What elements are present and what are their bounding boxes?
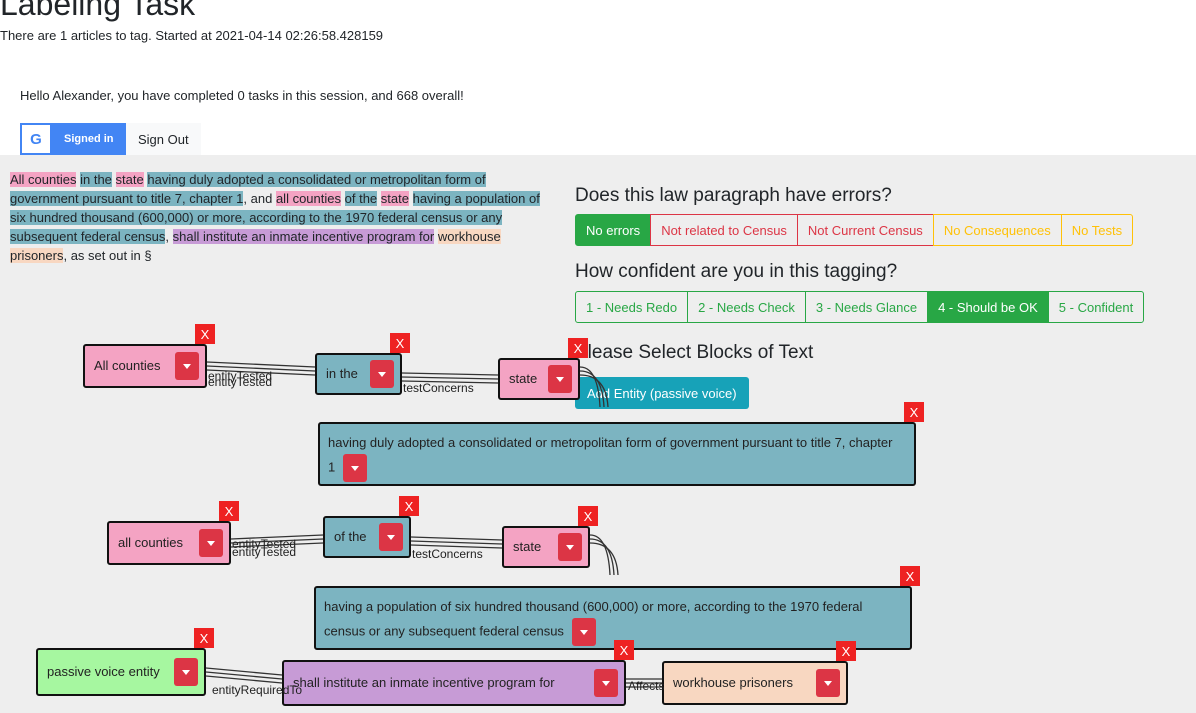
highlight-teal: in the [80, 172, 112, 187]
paragraph-text: , and [243, 191, 276, 206]
relation-line [401, 376, 499, 380]
relation-line [206, 361, 316, 368]
relation-label: entityTested [208, 369, 273, 383]
law-paragraph[interactable]: All counties in the state having duly ad… [10, 170, 545, 265]
paragraph-text [112, 172, 116, 187]
delete-entity-button[interactable]: X [578, 506, 598, 526]
errors-option-1[interactable]: No errors [575, 214, 652, 246]
relation-curve [589, 542, 619, 576]
entity-label: All counties [94, 358, 161, 373]
caret-down-icon[interactable] [558, 533, 582, 561]
entity-teal[interactable]: having duly adopted a consolidated or me… [318, 402, 924, 486]
caret-down-icon[interactable] [379, 523, 403, 551]
relation-curve [589, 534, 611, 576]
google-logo-icon: G [22, 125, 50, 153]
entity-peach[interactable]: workhouse prisoners X [662, 641, 856, 705]
errors-question: Does this law paragraph have errors? [575, 185, 892, 206]
relation-line [401, 372, 499, 376]
greeting-text: Hello Alexander, you have completed 0 ta… [20, 88, 464, 103]
errors-option-3[interactable]: Not Current Census [796, 214, 934, 246]
delete-entity-button[interactable]: X [399, 496, 419, 516]
relation-line [410, 540, 503, 545]
caret-down-icon[interactable] [370, 360, 394, 388]
confidence-question: How confident are you in this tagging? [575, 261, 898, 282]
caret-down-icon[interactable] [594, 669, 618, 697]
relation-line [205, 675, 283, 684]
entity-teal[interactable]: in the X [315, 333, 410, 395]
entity-label: having a population of six hundred thous… [324, 596, 896, 646]
paragraph-text: , as set out in § [63, 248, 152, 263]
sign-out-button[interactable]: Sign Out [126, 123, 201, 155]
errors-option-5[interactable]: No Tests [1060, 214, 1134, 246]
caret-down-icon[interactable] [343, 454, 368, 482]
delete-entity-button[interactable]: X [904, 402, 924, 422]
task-summary: There are 1 articles to tag. Started at … [0, 28, 384, 43]
relation-label: entityTested [208, 375, 273, 389]
delete-entity-button[interactable]: X [194, 628, 214, 648]
relation-label: testConcerns [412, 547, 483, 561]
entity-green[interactable]: passive voice entity X [36, 628, 214, 696]
delete-entity-button[interactable]: X [390, 333, 410, 353]
entity-pink[interactable]: state X [502, 506, 598, 568]
labeling-workspace: All counties in the state having duly ad… [0, 155, 1196, 713]
page-title: Labeling Task [0, 0, 196, 22]
confidence-option-3[interactable]: 3 - Needs Glance [804, 291, 929, 323]
entity-label: all counties [118, 535, 184, 550]
highlight-pink: state [380, 191, 409, 206]
add-entity-button[interactable]: Add Entity (passive voice) [575, 377, 749, 409]
relation-line [205, 671, 283, 680]
delete-entity-button[interactable]: X [568, 338, 588, 358]
confidence-option-4[interactable]: 4 - Should be OK [927, 291, 1049, 323]
google-signin-button[interactable]: G Signed in [20, 123, 126, 155]
relation-line [410, 536, 503, 541]
highlight-teal: of the [344, 191, 378, 206]
highlight-purple: shall institute an inmate incentive prog… [172, 229, 435, 244]
caret-down-icon[interactable] [571, 618, 596, 646]
entity-label: in the [326, 366, 358, 381]
highlight-pink: state [115, 172, 144, 187]
caret-down-icon[interactable] [175, 352, 199, 380]
highlight-pink: all counties [275, 191, 341, 206]
entity-label: state [509, 371, 538, 386]
delete-entity-button[interactable]: X [219, 501, 239, 521]
entity-label: passive voice entity [47, 664, 160, 679]
relation-label: testConcerns [403, 381, 474, 395]
errors-option-2[interactable]: Not related to Census [650, 214, 798, 246]
entity-pink[interactable]: All counties X [83, 324, 215, 388]
caret-down-icon[interactable] [199, 529, 223, 557]
entity-purple[interactable]: shall institute an inmate incentive prog… [282, 640, 634, 706]
confidence-option-5[interactable]: 5 - Confident [1047, 291, 1145, 323]
caret-down-icon[interactable] [548, 365, 572, 393]
relation-curve [589, 538, 615, 576]
entity-label: shall institute an inmate incentive prog… [293, 675, 555, 690]
select-blocks-heading: Please Select Blocks of Text [575, 342, 814, 363]
signed-in-label: Signed in [64, 133, 114, 145]
delete-entity-button[interactable]: X [614, 640, 634, 660]
delete-entity-button[interactable]: X [900, 566, 920, 586]
errors-option-4[interactable]: No Consequences [932, 214, 1062, 246]
entity-label: of the [334, 529, 367, 544]
caret-down-icon[interactable] [816, 669, 840, 697]
confidence-option-1[interactable]: 1 - Needs Redo [575, 291, 689, 323]
entity-teal[interactable]: having a population of six hundred thous… [314, 566, 920, 650]
entity-label: workhouse prisoners [673, 675, 793, 690]
entity-pink[interactable]: all counties X [107, 501, 239, 565]
relation-label: entityRequiredTo [212, 683, 303, 697]
entity-pink[interactable]: state X [498, 338, 588, 400]
highlight-pink: All counties [10, 172, 77, 187]
delete-entity-button[interactable]: X [836, 641, 856, 661]
caret-down-icon[interactable] [174, 658, 198, 686]
relation-label: Affects [628, 679, 665, 693]
delete-entity-button[interactable]: X [195, 324, 215, 344]
entity-label: having duly adopted a consolidated or me… [328, 432, 900, 482]
paragraph-text: , [165, 229, 173, 244]
relation-label: entityTested [232, 537, 297, 551]
relation-label: entityTested [232, 545, 297, 559]
entity-teal[interactable]: of the X [323, 496, 419, 558]
relation-line [205, 667, 283, 676]
confidence-option-2[interactable]: 2 - Needs Check [687, 291, 806, 323]
entity-label: state [513, 539, 542, 554]
